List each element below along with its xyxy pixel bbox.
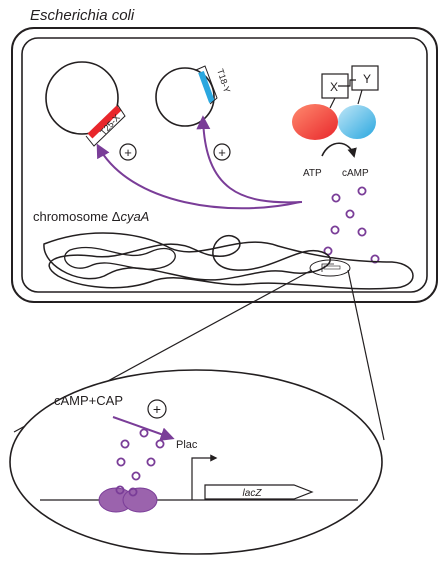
plasmid-t18-y: T18-Y — [155, 65, 232, 127]
svg-text:+: + — [124, 145, 132, 160]
x-label: X — [330, 80, 338, 94]
zoom-line-right — [347, 269, 385, 441]
atp-label: ATP — [303, 168, 322, 179]
cell-outer-membrane — [11, 27, 438, 303]
fusion-complex: X Y — [292, 65, 379, 140]
plasmid-t25-x: T25-X — [45, 61, 126, 147]
expression-arrow-t18 — [196, 115, 303, 204]
lac-region-mini — [321, 263, 341, 272]
camp-molecules-cell — [323, 186, 380, 264]
lacz-label: lacZ — [243, 488, 263, 499]
atp-to-camp-arrow — [321, 142, 357, 158]
chromosome-dna-loop — [64, 246, 176, 270]
t25-tag — [87, 105, 122, 139]
y-label: Y — [363, 72, 371, 86]
cell-inner-membrane — [21, 37, 428, 293]
t18-y-label: T18-Y — [215, 68, 232, 94]
chromosome-dna — [43, 232, 414, 290]
svg-text:+: + — [153, 401, 161, 417]
chromosome-label: chromosome ΔcyaA — [33, 209, 149, 224]
camp-label: cAMP — [342, 168, 369, 179]
cap-dimer — [98, 487, 158, 513]
lac-region-highlight — [309, 259, 351, 277]
plac-label: Plac — [176, 439, 198, 451]
plus-circle-2: + — [213, 143, 231, 161]
camp-cap-label: cAMP+CAP — [54, 393, 123, 408]
organism-title: Escherichia coli — [30, 7, 135, 24]
activation-arrow — [112, 416, 175, 441]
camp-molecules-zoom — [115, 428, 165, 497]
lacz-gene — [204, 484, 314, 500]
plus-circle-zoom: + — [147, 399, 167, 419]
plus-circle-1: + — [119, 143, 137, 161]
promoter-arrow — [191, 454, 218, 500]
t25-domain — [292, 104, 338, 140]
t18-tag — [198, 70, 215, 104]
expression-arrow-t25 — [96, 143, 301, 210]
t18-domain — [338, 105, 376, 139]
svg-text:+: + — [218, 145, 226, 160]
